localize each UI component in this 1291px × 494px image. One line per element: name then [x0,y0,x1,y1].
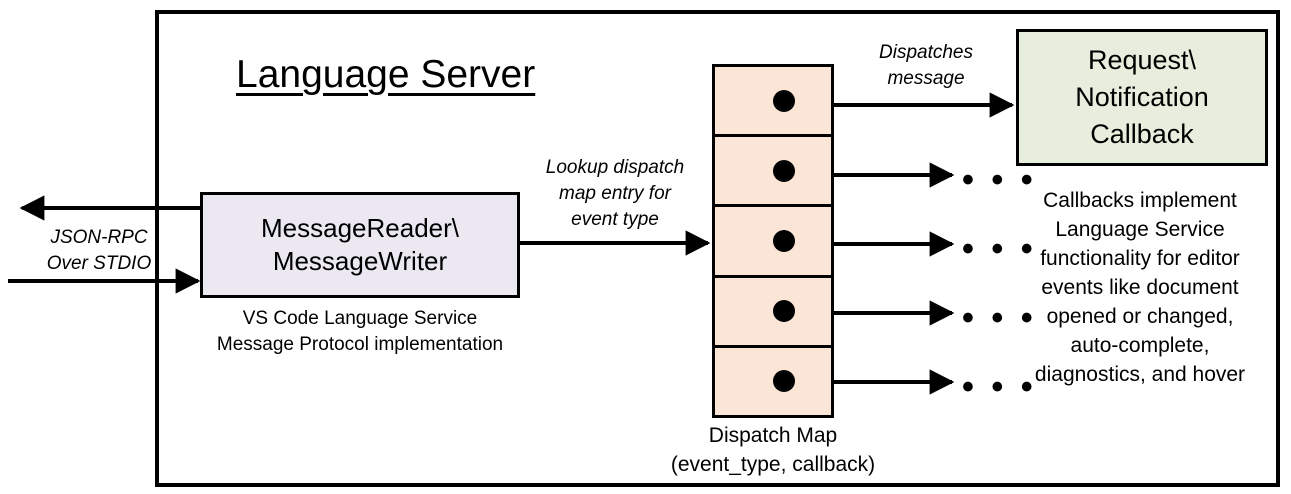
language-server-boundary [155,10,1280,487]
dispatch-map-caption: Dispatch Map (event_type, callback) [650,421,896,479]
dispatch-map-row[interactable] [715,137,831,208]
dispatch-map-table[interactable] [712,64,834,418]
dispatch-label-line1: Dispatches [879,42,973,63]
dispatches-message-edge-label: Dispatches message [836,40,1016,92]
callback-caption-line2: Language Service [1055,218,1225,241]
message-io-line1: MessageReader\ [261,213,459,243]
callback-caption-line1: Callbacks implement [1043,189,1237,212]
page-title: Language Server [236,53,536,96]
callback-caption-line7: diagnostics, and hover [1034,363,1246,386]
message-reader-writer-node[interactable]: MessageReader\ MessageWriter [200,192,520,298]
ellipsis-entry-5: • • • [962,368,1037,406]
callback-dot-icon [773,370,795,393]
callback-caption-line3: functionality for editor [1040,247,1240,270]
message-reader-writer-caption: VS Code Language Service Message Protoco… [190,306,530,358]
callback-dot-icon [773,300,795,323]
message-io-caption-line2: Message Protocol implementation [216,334,504,355]
dispatch-map-caption-line1: Dispatch Map [708,424,838,447]
callback-description: Callbacks implement Language Service fun… [1000,186,1280,389]
jsonrpc-label-line2: Over STDIO [46,253,152,274]
callback-dot-icon [773,230,795,252]
callback-caption-line5: opened or changed, [1046,305,1234,328]
lookup-dispatch-edge-label: Lookup dispatch map entry for event type [520,155,710,233]
callback-caption-line4: events like document [1041,276,1239,299]
message-io-caption-line1: VS Code Language Service [242,308,478,329]
lookup-label-line1: Lookup dispatch [545,157,685,178]
dispatch-map-caption-line2: (event_type, callback) [670,453,876,476]
callback-line1: Request\ [1087,45,1197,75]
callback-dot-icon [773,159,795,182]
dispatch-map-row[interactable] [715,207,831,278]
dispatch-label-line2: message [887,68,965,89]
callback-line3: Callback [1090,119,1194,149]
message-io-line2: MessageWriter [272,246,448,276]
lookup-label-line2: map entry for [559,183,671,204]
request-notification-callback-node[interactable]: Request\ Notification Callback [1016,29,1268,166]
jsonrpc-label-line1: JSON-RPC [50,227,148,248]
dispatch-map-row[interactable] [715,67,831,138]
callback-caption-line6: auto-complete, [1070,334,1210,357]
callback-dot-icon [773,89,795,112]
callback-line2: Notification [1075,82,1209,112]
lookup-label-line3: event type [571,209,659,230]
ellipsis-entry-2: • • • [962,161,1037,199]
dispatch-map-row[interactable] [715,348,831,415]
dispatch-map-row[interactable] [715,278,831,348]
jsonrpc-transport-label: JSON-RPC Over STDIO [34,225,164,277]
ellipsis-entry-3: • • • [962,230,1037,268]
ellipsis-entry-4: • • • [962,299,1037,337]
